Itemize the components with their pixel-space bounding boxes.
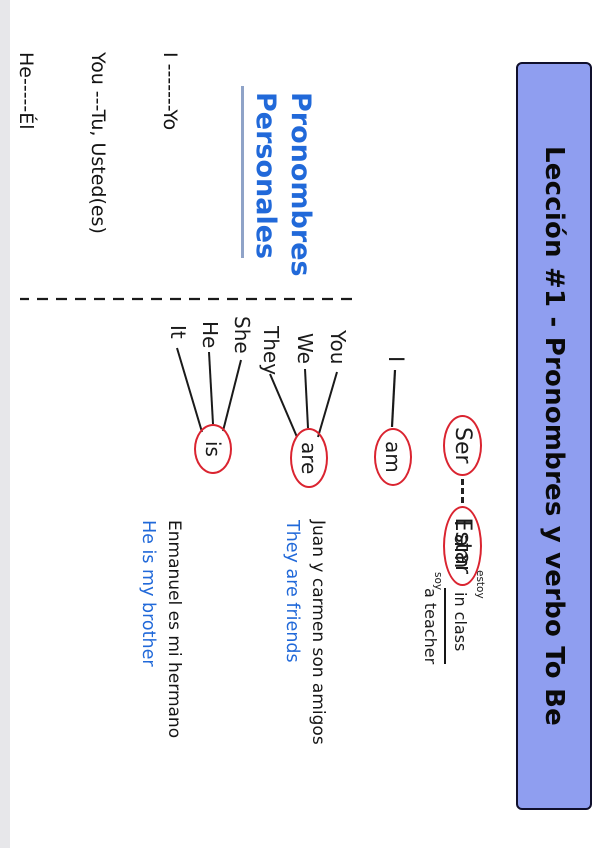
pronouns-section-title: Pronombres Personales — [248, 92, 318, 277]
are-example: Juan y carmen son amigos They are friend… — [282, 520, 328, 745]
she-to-is-line — [222, 359, 242, 432]
am-option-a-teacher: a teacher — [421, 588, 440, 665]
am-option-in-class: in class — [451, 592, 470, 652]
subject-i: I — [384, 356, 408, 363]
are-circled: are — [290, 428, 328, 489]
subject-it: It — [166, 325, 190, 339]
is-example-english: He is my brother — [138, 520, 158, 667]
notes-page: Lección #1 - Pronombres y verbo To Be Pr… — [10, 0, 600, 848]
ser-estar-dash-connector — [461, 478, 464, 503]
are-example-english: They are friends — [282, 520, 302, 663]
it-to-is-line — [176, 347, 203, 433]
are-example-spanish: Juan y carmen son amigos — [308, 520, 328, 745]
section-title-line2: Personales — [250, 92, 281, 260]
ser-circled: Ser — [443, 415, 482, 476]
you-to-are-line — [317, 371, 338, 438]
hand-drawn-strokes — [20, 297, 397, 438]
am-hint-estoy: estoy — [474, 570, 486, 599]
lesson-title: Lección #1 - Pronombres y verbo To Be — [539, 146, 569, 726]
list-item: He-----Él — [15, 52, 37, 130]
section-title-line1: Pronombres — [285, 92, 316, 277]
am-example: I am estoy soy in class a teacher — [404, 520, 488, 700]
subject-he: He — [198, 321, 222, 349]
is-example-spanish: Enmanuel es mi hermano — [164, 520, 184, 739]
subject-you: You — [326, 330, 350, 365]
subject-they: They — [259, 326, 283, 376]
list-item: I -------Yo — [159, 52, 181, 131]
they-to-are-line — [269, 373, 298, 438]
subject-she: She — [230, 316, 254, 354]
subject-we: We — [293, 333, 317, 364]
list-item: You ---Tu, Usted(es) — [87, 52, 109, 234]
is-circled: is — [194, 424, 232, 474]
title-underline — [241, 86, 244, 258]
we-to-are-line — [304, 368, 309, 429]
he-to-is-line — [208, 351, 214, 425]
am-circled: am — [374, 428, 412, 486]
options-divider-line — [443, 588, 446, 664]
am-example-lead: I am — [449, 520, 474, 569]
is-example: Enmanuel es mi hermano He is my brother — [138, 520, 184, 738]
i-to-am-line — [390, 369, 397, 428]
lesson-title-banner: Lección #1 - Pronombres y verbo To Be — [516, 62, 592, 810]
pronoun-translation-list: I -------Yo You ---Tu, Usted(es) He-----… — [0, 52, 230, 236]
